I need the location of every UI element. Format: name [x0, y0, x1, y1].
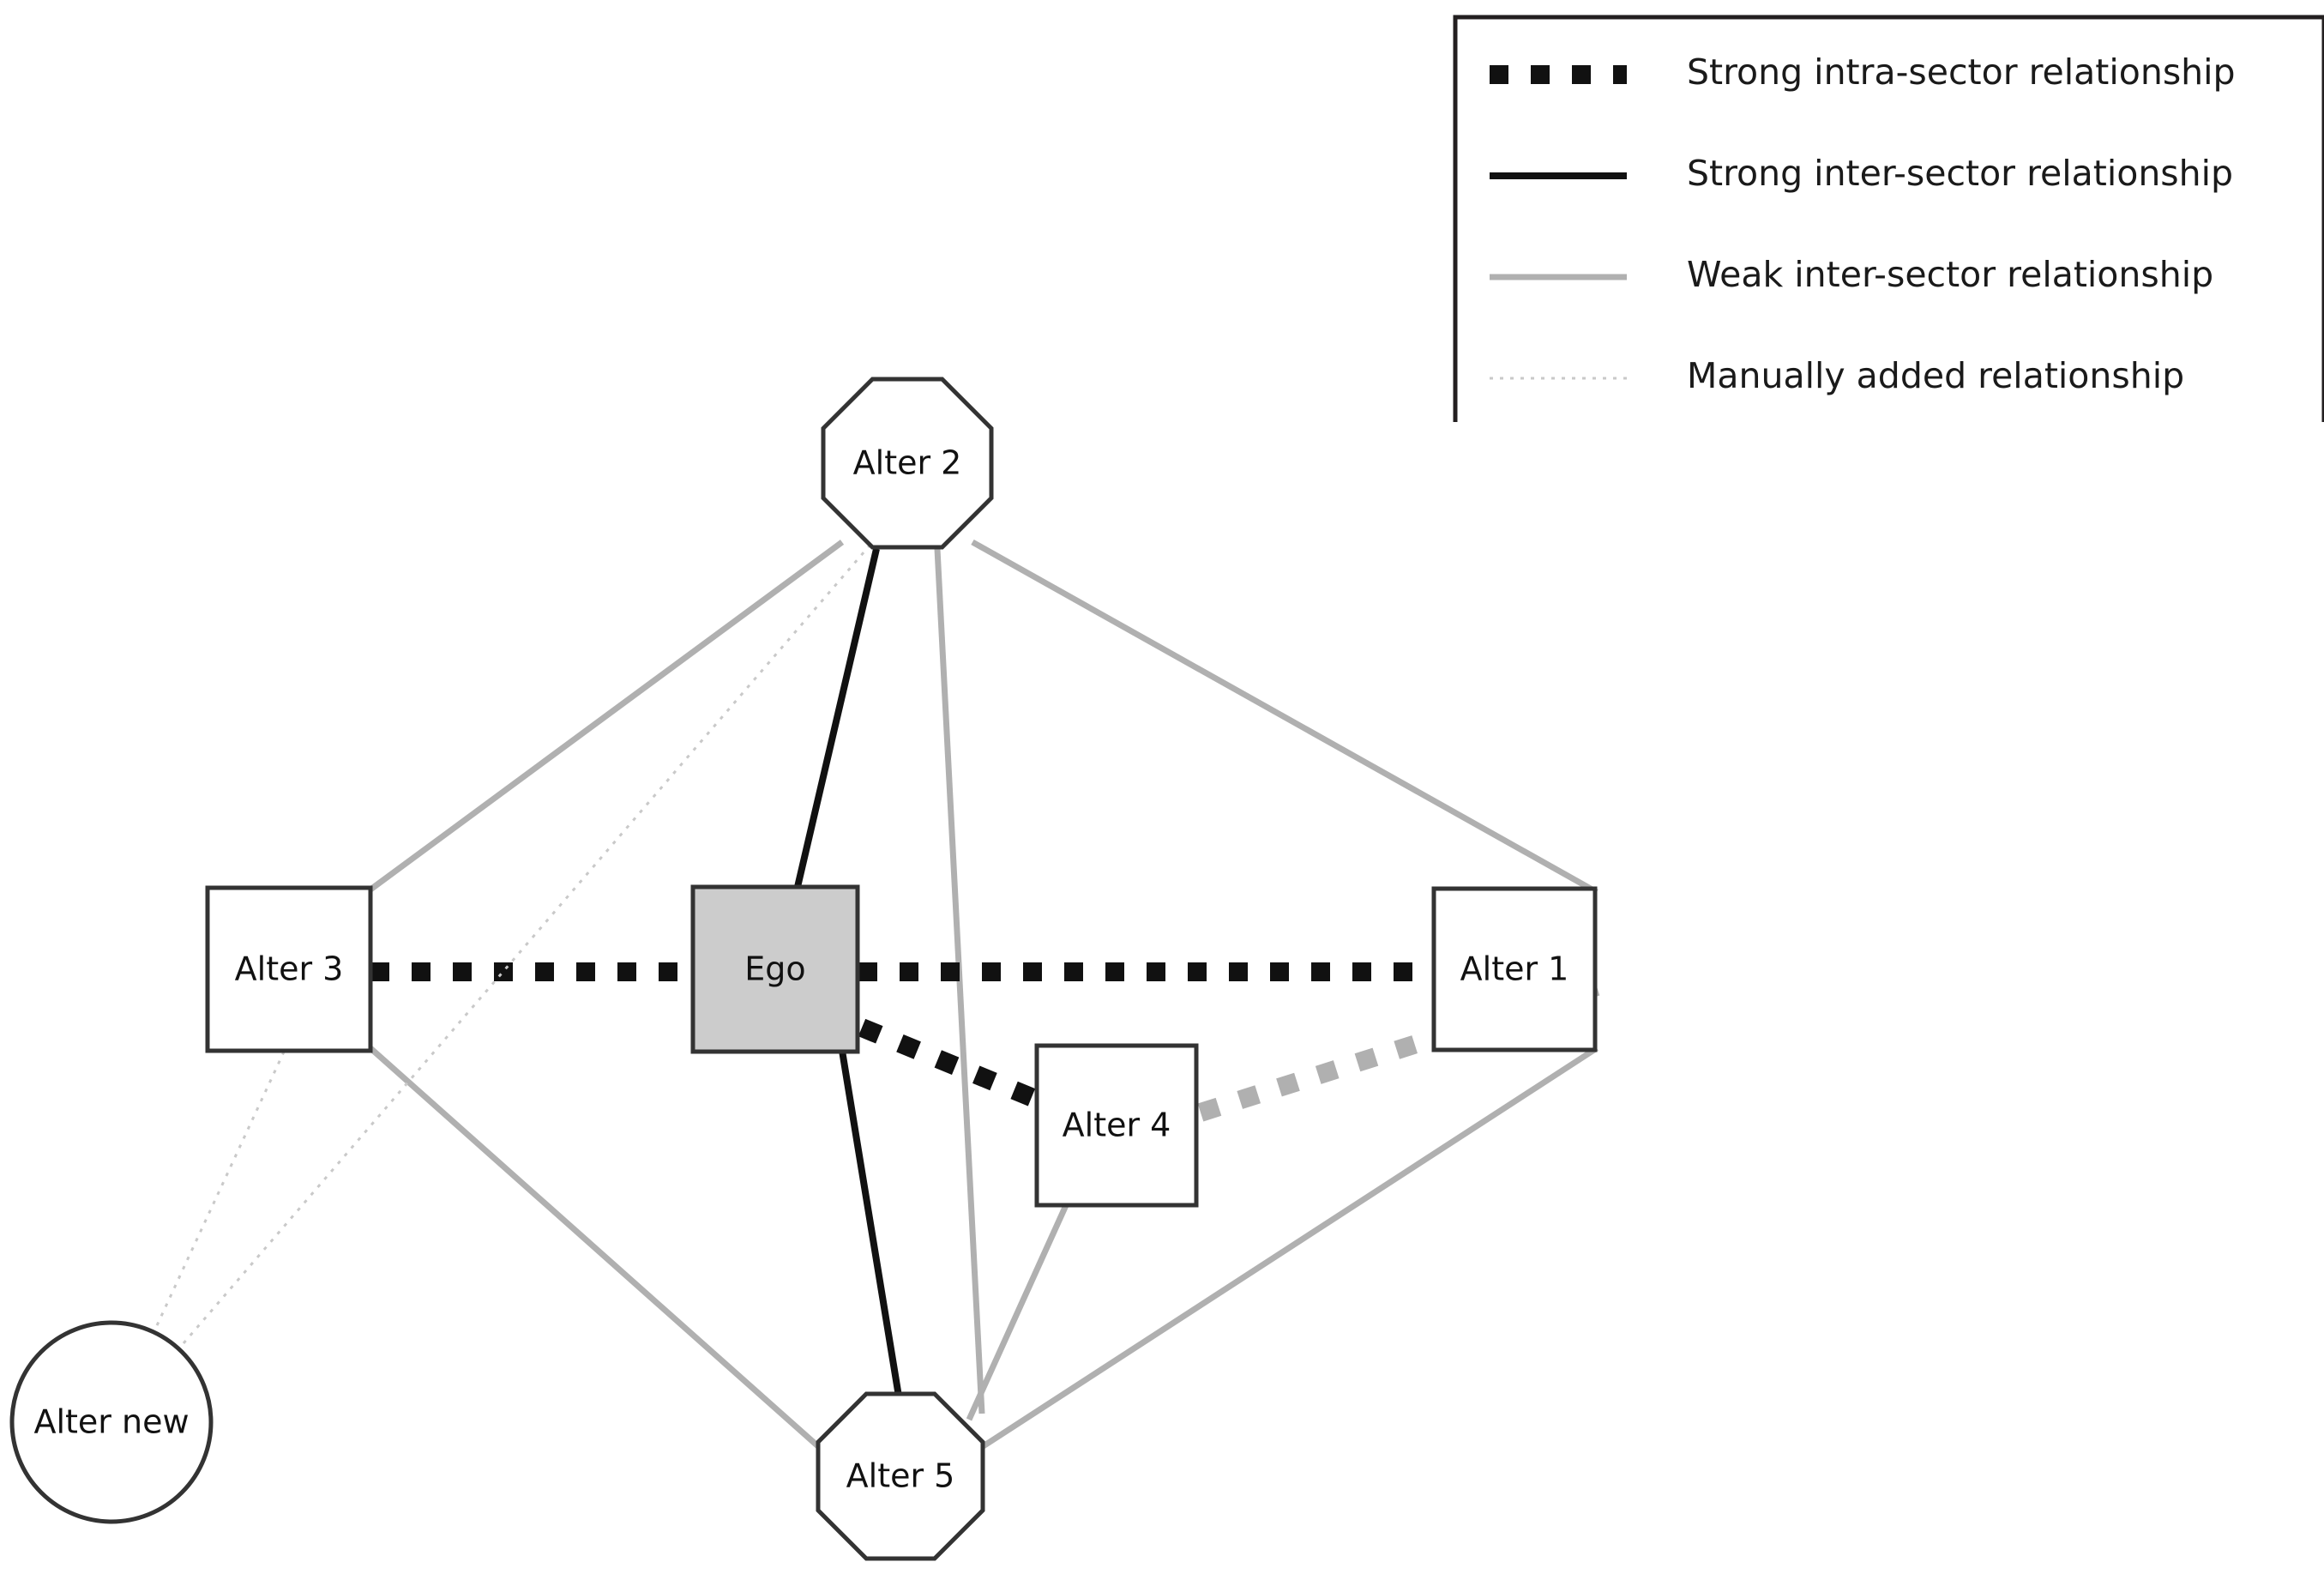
legend-label-manual: Manually added relationship — [1687, 355, 2184, 396]
legend-item-weak-inter[interactable]: Weak inter-sector relationship — [1490, 254, 2213, 295]
node-alter1[interactable]: Alter 1 — [1431, 886, 1598, 1052]
edge-alter2-ego[interactable] — [794, 548, 880, 888]
node-shape-square — [1431, 886, 1598, 1052]
node-label-alter2: Alter 2 — [853, 444, 962, 482]
edge-alternew-alter2[interactable] — [182, 545, 871, 1344]
edge-alter5-alter4[interactable] — [966, 1202, 1070, 1421]
node-shape-octagon — [821, 377, 994, 550]
node-label-alter5: Alter 5 — [846, 1457, 955, 1495]
node-shape-square — [1034, 1043, 1199, 1208]
node-alter5[interactable]: Alter 5 — [816, 1391, 985, 1561]
node-label-alter4: Alter 4 — [1063, 1107, 1171, 1144]
node-label-ego: Ego — [744, 950, 805, 988]
edge-alternew-alter3[interactable] — [151, 1047, 287, 1336]
edge-alter2-alter1[interactable] — [971, 539, 1599, 896]
edge-alter3-alter5[interactable] — [368, 1046, 822, 1450]
legend-item-manual[interactable]: Manually added relationship — [1490, 355, 2184, 396]
legend-item-strong-intra[interactable]: Strong intra-sector relationship — [1490, 51, 2236, 93]
legend-item-strong-inter[interactable]: Strong inter-sector relationship — [1490, 153, 2233, 194]
edge-alter2-alter3[interactable] — [368, 540, 845, 892]
edge-ego-alter5[interactable] — [839, 1050, 904, 1408]
node-shape-square — [690, 884, 860, 1054]
legend-label-weak-inter: Weak inter-sector relationship — [1687, 254, 2213, 295]
edges-layer — [151, 539, 1600, 1450]
node-alternew[interactable]: Alter new — [9, 1320, 214, 1524]
legend-frame — [1453, 15, 2324, 422]
edge-alter5-alter1[interactable] — [980, 1046, 1599, 1450]
node-alter4[interactable]: Alter 4 — [1034, 1043, 1199, 1208]
legend-label-strong-intra: Strong intra-sector relationship — [1687, 51, 2236, 93]
node-alter3[interactable]: Alter 3 — [205, 885, 373, 1053]
node-label-alternew: Alter new — [33, 1403, 189, 1441]
edge-ego-alter4[interactable] — [858, 1018, 1044, 1110]
node-ego[interactable]: Ego — [690, 884, 860, 1054]
node-alter2[interactable]: Alter 2 — [821, 377, 994, 550]
nodes-layer: Alter 2 Alter 3 Ego Alter 1 Alter 4 Alter 5 Al… — [9, 377, 1598, 1561]
node-label-alter3: Alter 3 — [235, 950, 344, 988]
node-label-alter1: Alter 1 — [1460, 950, 1569, 988]
node-shape-circle — [9, 1320, 214, 1524]
legend-label-strong-inter: Strong inter-sector relationship — [1687, 153, 2233, 194]
node-shape-square — [205, 885, 373, 1053]
node-shape-octagon — [816, 1391, 985, 1561]
